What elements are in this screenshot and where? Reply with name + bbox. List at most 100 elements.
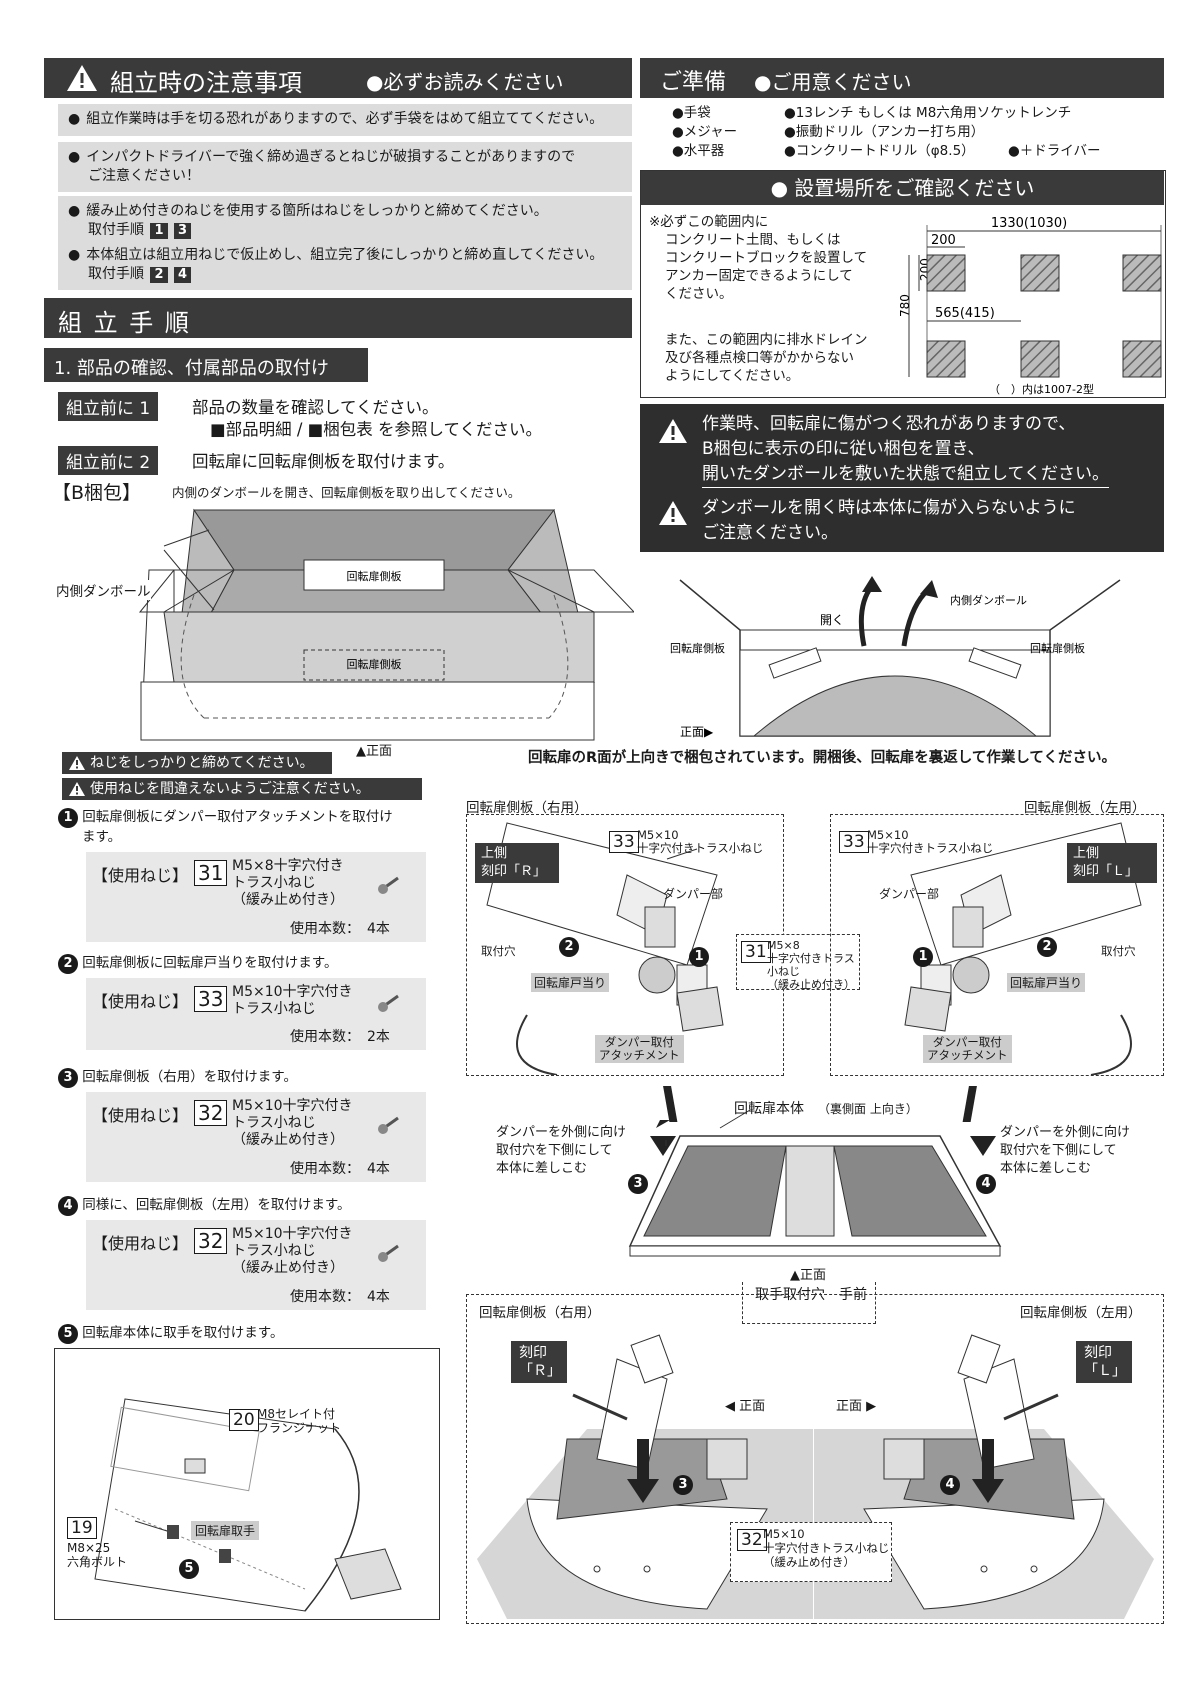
site-dimension-diagram: 1330(1030) 200 200 780 565(415) （ ）内は100… — [898, 216, 1162, 396]
step-4: 4 同様に、回転扉側板（左用）を取付けます。 — [58, 1196, 428, 1216]
screw-code-32-bottom: 32 — [737, 1529, 767, 1551]
mark-r-tag: 刻印 「Ｒ」 — [511, 1341, 567, 1383]
site-text-1: ※必ずこの範囲内に コンクリート土間、もしくは コンクリートブロックを設置して … — [649, 214, 868, 302]
caution-header: 組立時の注意事項 ●必ずお読みください — [44, 58, 632, 98]
screw-label-3: 【使用ねじ】 — [92, 1106, 189, 1125]
insert-note-right: ダンパーを外側に向け 取付穴を下側にして 本体に差しこむ — [1000, 1124, 1130, 1178]
step-1-number: 1 — [58, 808, 78, 828]
insert-right-3: 本体に差しこむ — [1000, 1161, 1092, 1176]
handle-step-number: 5 — [179, 1559, 199, 1579]
caution-text-3: 緩み止め付きのねじを使用する箇所はねじをしっかりと締めてください。 — [68, 202, 622, 221]
caution-text-2: インパクトドライバーで強く締め過ぎるとねじが破損することがありますので — [68, 148, 622, 167]
site-box: ● 設置場所をご確認ください ※必ずこの範囲内に コンクリート土間、もしくは コ… — [640, 170, 1166, 398]
tool-measure: ●メジャー — [672, 124, 738, 140]
bolt-spec-1: M8×25 — [67, 1541, 111, 1555]
warning-icon — [659, 419, 687, 443]
step1-title: 1. 部品の確認、付属部品の取付け — [54, 358, 329, 379]
badge-2: 2 — [150, 267, 168, 283]
screw-spec-1c: （緩み止め付き） — [232, 892, 344, 908]
bottom-left-drawing — [814, 1334, 1154, 1619]
tool-wrench: ●13レンチ もしくは M8六角用ソケットレンチ — [784, 105, 1072, 121]
bolt-code-19: 19 — [67, 1517, 97, 1539]
prep-header: ご準備 ●ご用意ください — [640, 58, 1164, 98]
left-panel-box: 33 M5×10 十字穴付きトラス小ねじ 上側 刻印「Ｌ」 ダンパー部 取付穴 … — [830, 814, 1164, 1076]
caution-text-4: 本体組立は組立用ねじで仮止めし、組立完了後にしっかりと締め直してください。 — [68, 246, 622, 265]
warn-line-3: 開いたダンボールを敷いた状態で組立してください。 — [702, 462, 1109, 488]
screw-label-2: 【使用ねじ】 — [92, 992, 189, 1011]
warn-line-2: B梱包に表示の印に従い梱包を置き、 — [702, 439, 985, 459]
screw-spec-4b: トラス小ねじ — [232, 1243, 316, 1259]
nut-spec-2: フランジナット — [257, 1421, 342, 1435]
screw-spec-2b: トラス小ねじ — [232, 1001, 316, 1017]
body-label: 回転扉本体 — [734, 1101, 804, 1117]
body-note: （裏側面 上向き） — [818, 1102, 918, 1116]
mark-l-tag: 刻印 「Ｌ」 — [1076, 1341, 1132, 1383]
warning-icon — [67, 65, 97, 91]
warning-tag-2: 使用ねじを間違えないようご注意ください。 — [62, 778, 422, 800]
screw-spec-3a: M5×10十字穴付き — [232, 1098, 353, 1114]
num-4-body: 4 — [976, 1174, 996, 1194]
open-label: 開く — [820, 613, 844, 627]
tool-screwdriver: ●＋ドライバー — [1008, 143, 1101, 159]
num-3-body: 3 — [628, 1174, 648, 1194]
screw-count-4: 使用本数： 4本 — [290, 1289, 390, 1305]
num-1-left: 1 — [913, 947, 933, 967]
b-pack-note: 内側のダンボールを開き、回転扉側板を取り出してください。 — [172, 485, 521, 500]
box2-right-label: 回転扉側板 — [1030, 641, 1085, 655]
mark-l-line2: 「Ｌ」 — [1084, 1363, 1126, 1379]
caution-item-2: インパクトドライバーで強く締め過ぎるとねじが破損することがありますので ご注意く… — [58, 142, 632, 192]
warn-line-1: 作業時、回転扉に傷がつく恐れがありますので、 — [702, 414, 1076, 434]
damper-label-left: ダンパー部 — [879, 887, 940, 901]
stopper-label-right: 回転扉戸当り — [531, 973, 610, 992]
screw33-spec-b-right: 十字穴付きトラス小ねじ — [637, 841, 764, 855]
procedure-label: 取付手順 — [88, 222, 144, 238]
upper-r-tag: 上側 刻印「Ｒ」 — [475, 843, 559, 883]
warning-icon — [659, 501, 687, 525]
screw-count-1: 使用本数： 4本 — [290, 921, 390, 937]
num-3-bottom: 3 — [673, 1475, 693, 1495]
warn-line-4: ダンボールを開く時は本体に傷が入らないように — [702, 498, 1076, 518]
right-panel-title-top: 回転扉側板（右用） — [466, 800, 588, 816]
prep-title: ご準備 — [660, 70, 727, 95]
screw-box-32a: 【使用ねじ】 32 M5×10十字穴付き トラス小ねじ （緩み止め付き） 使用本… — [86, 1092, 426, 1182]
screw32-spec-b: 十字穴付きトラス小ねじ — [763, 1541, 890, 1555]
screw-spec-1a: M5×8十字穴付き — [232, 858, 344, 874]
front-left-label: ◀ 正面 — [725, 1399, 766, 1414]
screw-code-33-left: 33 — [839, 831, 869, 853]
num-1-right: 1 — [689, 947, 709, 967]
upper-l-line1: 上側 — [1073, 846, 1100, 861]
handle-label: 回転扉取手 — [191, 1521, 260, 1540]
dim-780: 780 — [898, 294, 912, 317]
pre1-label: 組立前に 1 — [58, 392, 159, 421]
screw-code-33-right: 33 — [609, 831, 639, 853]
mark-r-line1: 刻印 — [519, 1345, 547, 1361]
screw-count-3: 使用本数： 4本 — [290, 1161, 390, 1177]
handle-diagram: 20 M8セレイト付 フランジナット 19 M8×25 六角ボルト 回転扉取手 … — [54, 1348, 440, 1620]
box2-caption: 回転扉のR面が上向きで梱包されています。開梱後、回転扉を裏返して作業してください… — [528, 750, 1116, 766]
attach-tag-left: ダンパー取付 アタッチメント — [923, 1035, 1012, 1063]
stopper-label-left: 回転扉戸当り — [1007, 973, 1086, 992]
site-text-2: また、この範囲内に排水ドレイン 及び各種点検口等がかからない ようにしてください… — [665, 332, 868, 384]
dim-note: （ ）内は1007-2型 — [989, 382, 1094, 396]
screw-code-32: 32 — [194, 1100, 228, 1126]
damper-label-right: ダンパー部 — [663, 887, 724, 901]
caution-subtitle: ●必ずお読みください — [366, 70, 564, 94]
dim-width: 1330(1030) — [991, 216, 1067, 231]
bolt-spec-2: 六角ボルト — [67, 1555, 128, 1569]
side-panel-label-top: 回転扉側板 — [347, 569, 402, 583]
screw-count-2: 使用本数： 2本 — [290, 1029, 390, 1045]
step-5: 5 回転扉本体に取手を取付けます。 — [58, 1324, 428, 1344]
screw-box-32b: 【使用ねじ】 32 M5×10十字穴付き トラス小ねじ （緩み止め付き） 使用本… — [86, 1220, 426, 1310]
screw-spec-4a: M5×10十字穴付き — [232, 1226, 353, 1242]
screw-code-31-center: 31 — [741, 941, 771, 963]
b-pack-label: 【B梱包】 — [52, 482, 142, 504]
warning-tag-1: ねじをしっかりと締めてください。 — [62, 752, 332, 774]
step-1-text: 回転扉側板にダンパー取付アタッチメントを取付け — [82, 809, 393, 825]
dim-200-top: 200 — [931, 233, 956, 248]
warning-box: 作業時、回転扉に傷がつく恐れがありますので、 B梱包に表示の印に従い梱包を置き、… — [640, 404, 1164, 552]
num-2-right: 2 — [559, 937, 579, 957]
screw-icon — [378, 994, 399, 1012]
prep-subtitle: ●ご用意ください — [754, 70, 912, 94]
assembly-header: 組 立 手 順 — [44, 298, 632, 338]
open-box-diagram: 開く 内側ダンボール 回転扉側板 回転扉側板 正面▶ — [670, 576, 1121, 739]
